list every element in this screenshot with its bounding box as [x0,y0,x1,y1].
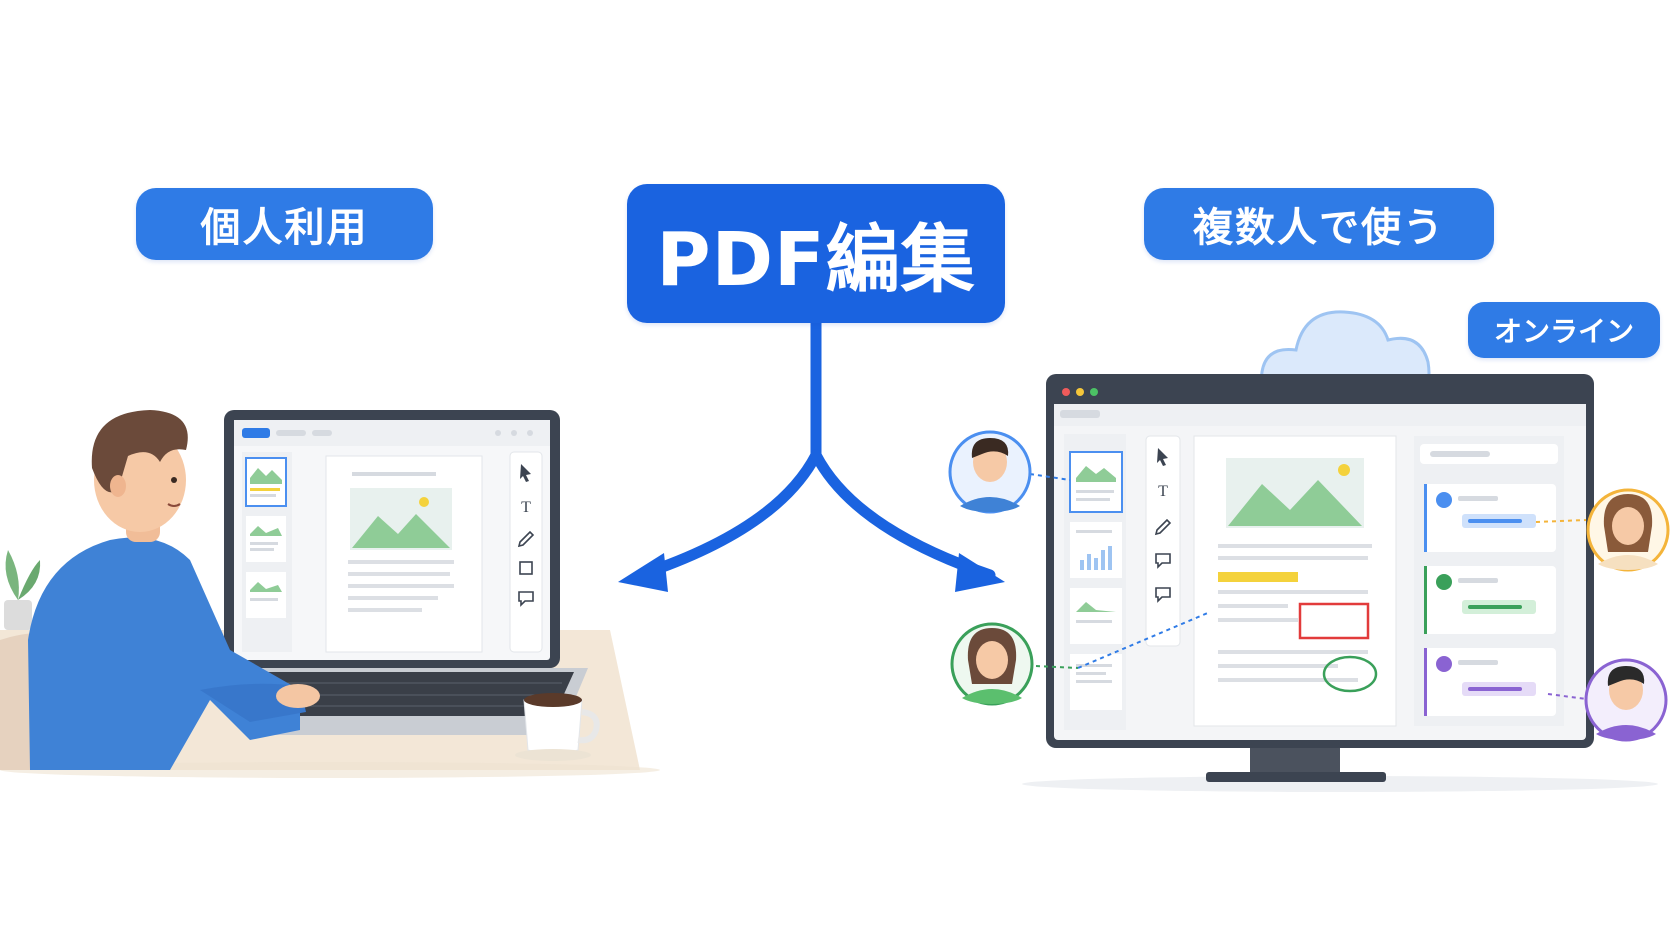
coffee-mug-icon [515,693,600,761]
comment-icon [1155,587,1171,603]
person-working [28,410,320,770]
arrow-head-right [955,553,1005,592]
pen-icon [517,530,535,548]
personal-use-label: 個人利用 [136,188,433,260]
arrow-head-left [618,553,668,592]
comment-icon [518,591,534,607]
plant-icon [4,550,41,630]
monitor: T [1022,374,1658,792]
avatar-icon [1586,488,1670,572]
cursor-icon [520,464,531,482]
laptop: T [196,410,588,735]
text-tool-icon: T [521,499,531,516]
avatar-icon [950,622,1034,706]
text-tool-icon: T [1158,483,1168,500]
pen-icon [1154,518,1172,536]
avatar-icon [1584,658,1668,742]
cursor-icon [1157,448,1168,466]
online-badge: オンライン [1468,302,1660,358]
split-arrow [634,317,996,581]
collaboration-connectors [1029,473,1595,701]
multi-user-label: 複数人で使う [1144,188,1494,260]
shape-icon [519,561,533,575]
avatar-icon [948,430,1032,514]
comment-icon [1155,553,1171,569]
page-title: PDF編集 [627,184,1005,323]
